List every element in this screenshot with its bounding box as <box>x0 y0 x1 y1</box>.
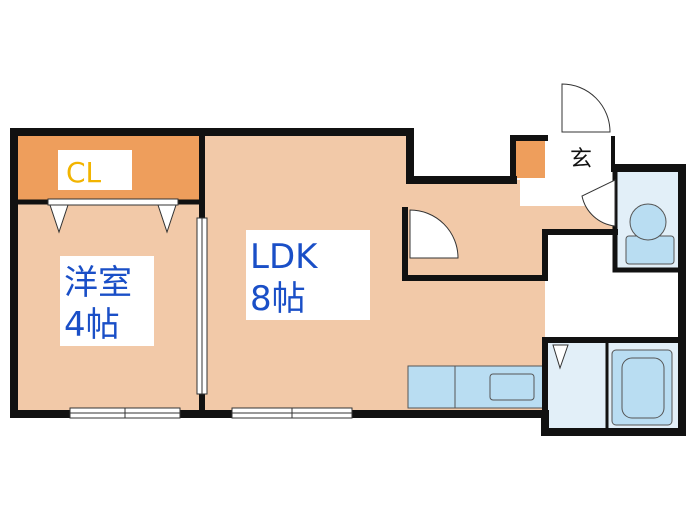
ldk-room-name: LDK <box>250 237 319 277</box>
fixtures <box>407 203 675 426</box>
kitchen-sink <box>489 373 535 401</box>
western-room-name: 洋室 <box>64 263 132 303</box>
toilet-bowl <box>629 203 667 241</box>
closet-door-left[interactable] <box>49 204 69 234</box>
closet-door-right[interactable] <box>157 204 177 234</box>
outer-wall-right <box>541 164 686 436</box>
washroom-door[interactable] <box>552 344 569 370</box>
front-door[interactable] <box>561 83 611 133</box>
ldk-room-size: 8帖 <box>250 279 306 319</box>
bathtub-inner <box>621 357 665 419</box>
cl-label: CL <box>66 156 102 189</box>
swing-doors <box>409 83 616 370</box>
washroom-floor <box>545 340 607 430</box>
outer-wall-entrance <box>510 135 548 183</box>
closet-doors <box>49 204 177 234</box>
labels: CL 洋室 4帖 LDK 8帖 玄 <box>58 147 592 346</box>
entrance-label: 玄 <box>570 147 592 172</box>
corridor-lower-wall <box>402 207 618 281</box>
ldk-label-bg <box>246 230 370 320</box>
western-room-size: 4帖 <box>64 305 120 345</box>
shoe-closet <box>513 138 545 178</box>
cl-label-bg <box>58 150 132 190</box>
western-label-bg <box>60 256 154 346</box>
openings <box>47 198 353 419</box>
ldk-door[interactable] <box>409 209 459 259</box>
closet-door-strip <box>47 198 179 206</box>
outer-wall-left-top <box>10 128 517 418</box>
toilet-door[interactable] <box>581 179 616 227</box>
